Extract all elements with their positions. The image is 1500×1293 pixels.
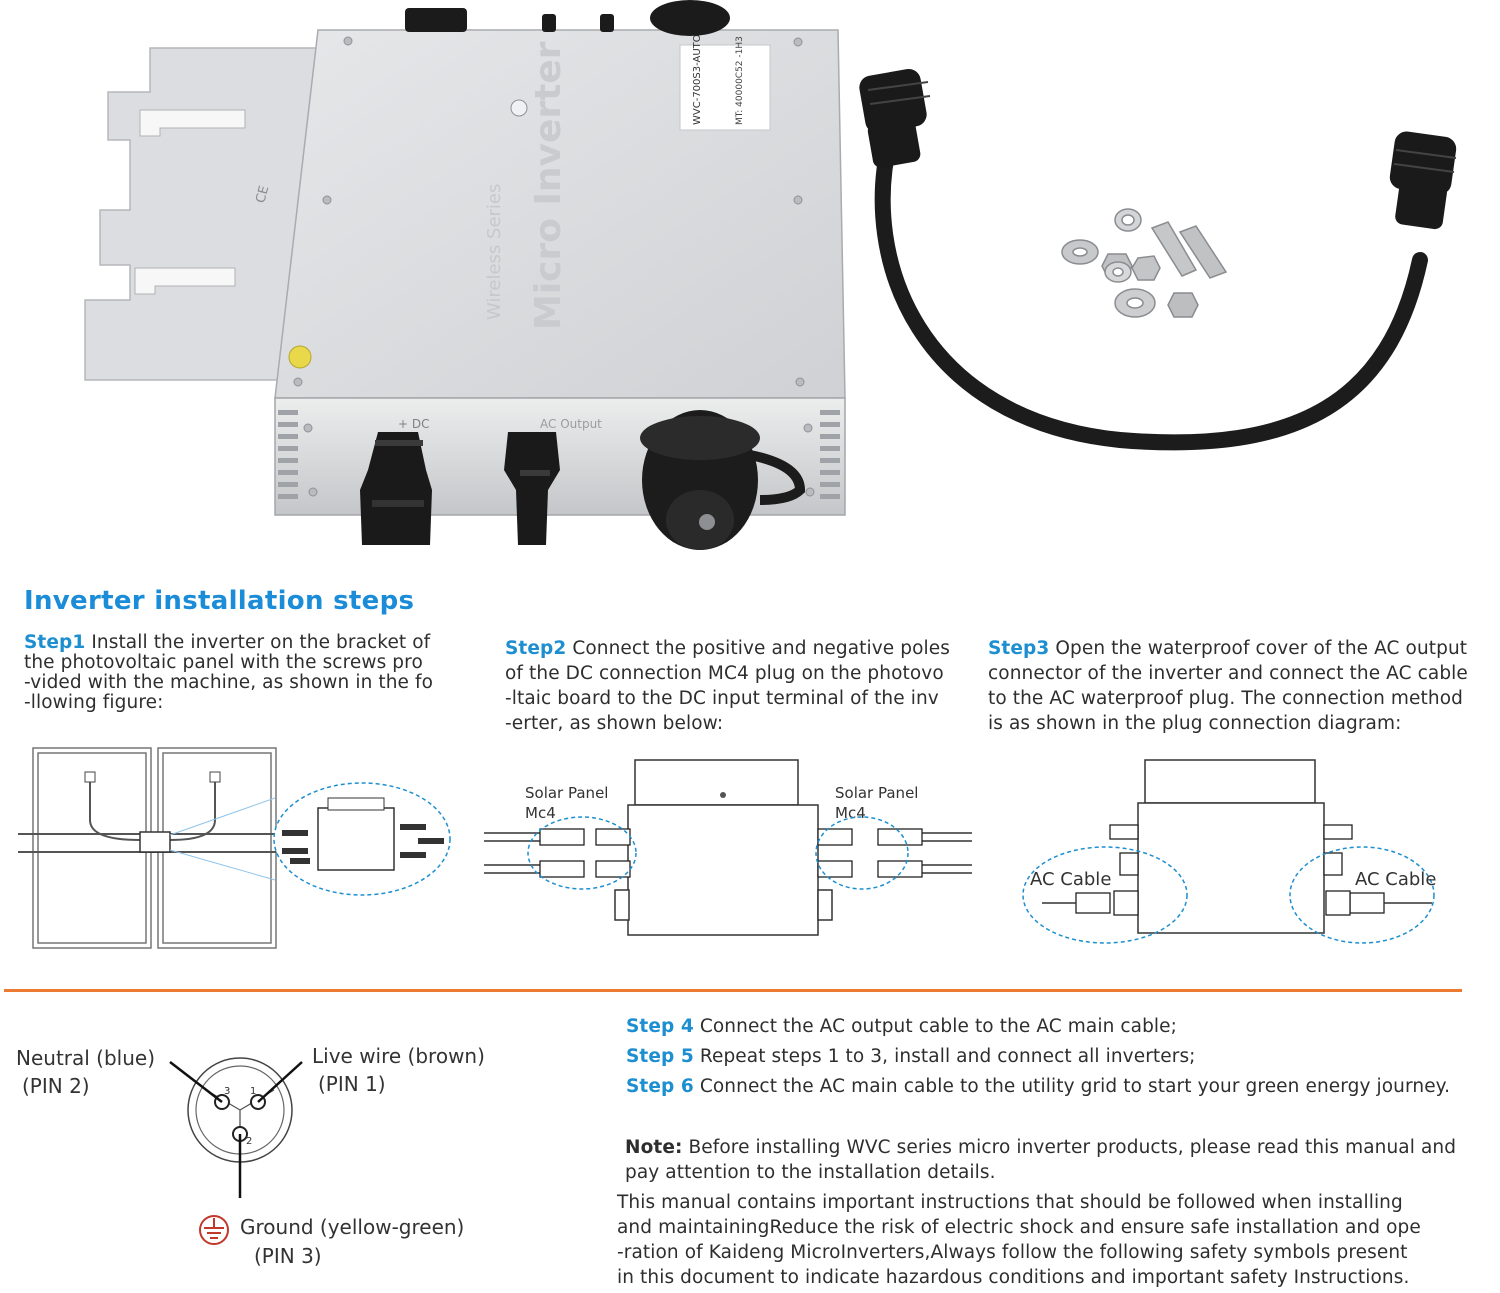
ac-plug-pin-diagram: 3 1 2 — [169, 1057, 303, 1198]
step2-line: -erter, as shown below: — [505, 713, 724, 734]
live-pin-label: (PIN 1) — [318, 1072, 386, 1096]
step6-text: Connect the AC main cable to the utility… — [699, 1076, 1451, 1097]
note-line: Before installing WVC series micro inver… — [688, 1137, 1457, 1158]
diagram3-right-label: AC Cable — [1355, 869, 1436, 890]
step3-line: Open the waterproof cover of the AC outp… — [1055, 638, 1468, 659]
mounting-hardware — [1061, 208, 1228, 318]
step2-line: Connect the positive and negative poles — [572, 638, 950, 659]
ac-extension-cable — [859, 68, 1457, 451]
step1-line: the photovoltaic panel with the screws p… — [24, 652, 423, 673]
diagram2-left-label-1: Solar Panel — [525, 784, 608, 802]
diagram2-left-label-2: Mc4 — [525, 804, 556, 822]
step2-diagram: Solar Panel Mc4 Solar Panel Mc4 — [484, 759, 972, 936]
step5-label: Step 5 — [626, 1046, 694, 1067]
spec-label: MT: 40000C52 -1H3 — [735, 36, 745, 125]
pin-number-3: 3 — [224, 1086, 230, 1097]
dc-connector-negative — [504, 432, 560, 545]
step3-line: is as shown in the plug connection diagr… — [988, 713, 1402, 734]
body-text-sub: Wireless Series — [484, 184, 505, 320]
pin-number-1: 1 — [250, 1086, 256, 1097]
neutral-label: Neutral (blue) — [16, 1046, 156, 1070]
note-block: Note: Before installing WVC series micro… — [625, 1135, 1456, 1185]
qc-sticker — [288, 345, 312, 369]
safety-line: -ration of Kaideng MicroInverters,Always… — [617, 1242, 1408, 1263]
safety-line: in this document to indicate hazardous c… — [617, 1267, 1410, 1288]
model-sticker — [679, 44, 771, 131]
ground-label: Ground (yellow-green) — [240, 1215, 465, 1239]
step5-text: Repeat steps 1 to 3, install and connect… — [699, 1046, 1196, 1067]
step2-line: -ltaic board to the DC input terminal of… — [505, 688, 939, 709]
step1-block: Step1 Install the inverter on the bracke… — [24, 630, 433, 715]
section-divider — [4, 989, 1462, 992]
bracket-mark: CE — [253, 184, 272, 205]
step1-line: Install the inverter on the bracket of — [91, 632, 431, 653]
mounting-bracket: CE — [84, 47, 331, 381]
ac-port-label: AC Output — [540, 417, 602, 431]
step3-diagram: AC Cable AC Cable — [1022, 759, 1436, 944]
dc-port-label: + DC — [398, 417, 430, 431]
section-title: Inverter installation steps — [24, 586, 415, 616]
step5-row: Step 5 Repeat steps 1 to 3, install and … — [626, 1044, 1196, 1069]
step3-line: to the AC waterproof plug. The connectio… — [988, 688, 1463, 709]
step4-text: Connect the AC output cable to the AC ma… — [699, 1016, 1177, 1037]
dc-connector-positive — [360, 432, 432, 545]
step1-label: Step1 — [24, 632, 86, 653]
diagram2-right-label-2: Mc4 — [835, 804, 866, 822]
body-text-main: Micro Inverter — [528, 41, 569, 330]
model-label: WVC-700S3-AUTO — [692, 34, 703, 125]
step1-diagram — [18, 747, 451, 949]
step3-line: connector of the inverter and connect th… — [988, 663, 1468, 684]
ground-icon — [199, 1215, 229, 1245]
safety-line: and maintainingReduce the risk of electr… — [617, 1217, 1421, 1238]
step1-line: -llowing figure: — [24, 692, 164, 713]
step2-line: of the DC connection MC4 plug on the pho… — [505, 663, 944, 684]
step4-row: Step 4 Connect the AC output cable to th… — [626, 1014, 1177, 1039]
ac-connector — [640, 410, 806, 550]
diagram3-left-label: AC Cable — [1030, 869, 1111, 890]
diagram2-right-label-1: Solar Panel — [835, 784, 918, 802]
step2-block: Step2 Connect the positive and negative … — [505, 636, 950, 736]
product-photo: CE WVC-700S3-AUTO MT: 40000C5 — [84, 0, 1457, 550]
pin-number-2: 2 — [246, 1136, 252, 1147]
step2-label: Step2 — [505, 638, 567, 659]
step3-block: Step3 Open the waterproof cover of the A… — [988, 636, 1468, 736]
step6-label: Step 6 — [626, 1076, 694, 1097]
ground-pin-label: (PIN 3) — [254, 1244, 322, 1268]
step6-row: Step 6 Connect the AC main cable to the … — [626, 1074, 1450, 1099]
inverter-body: WVC-700S3-AUTO MT: 40000C52 -1H3 Micro I… — [274, 29, 846, 516]
neutral-pin-label: (PIN 2) — [22, 1074, 90, 1098]
live-label: Live wire (brown) — [312, 1044, 485, 1068]
safety-line: This manual contains important instructi… — [617, 1192, 1403, 1213]
note-line: pay attention to the installation detail… — [625, 1162, 996, 1183]
safety-paragraph: This manual contains important instructi… — [617, 1190, 1421, 1290]
step3-label: Step3 — [988, 638, 1050, 659]
note-label: Note: — [625, 1137, 683, 1158]
step1-line: -vided with the machine, as shown in the… — [24, 672, 434, 693]
step4-label: Step 4 — [626, 1016, 694, 1037]
